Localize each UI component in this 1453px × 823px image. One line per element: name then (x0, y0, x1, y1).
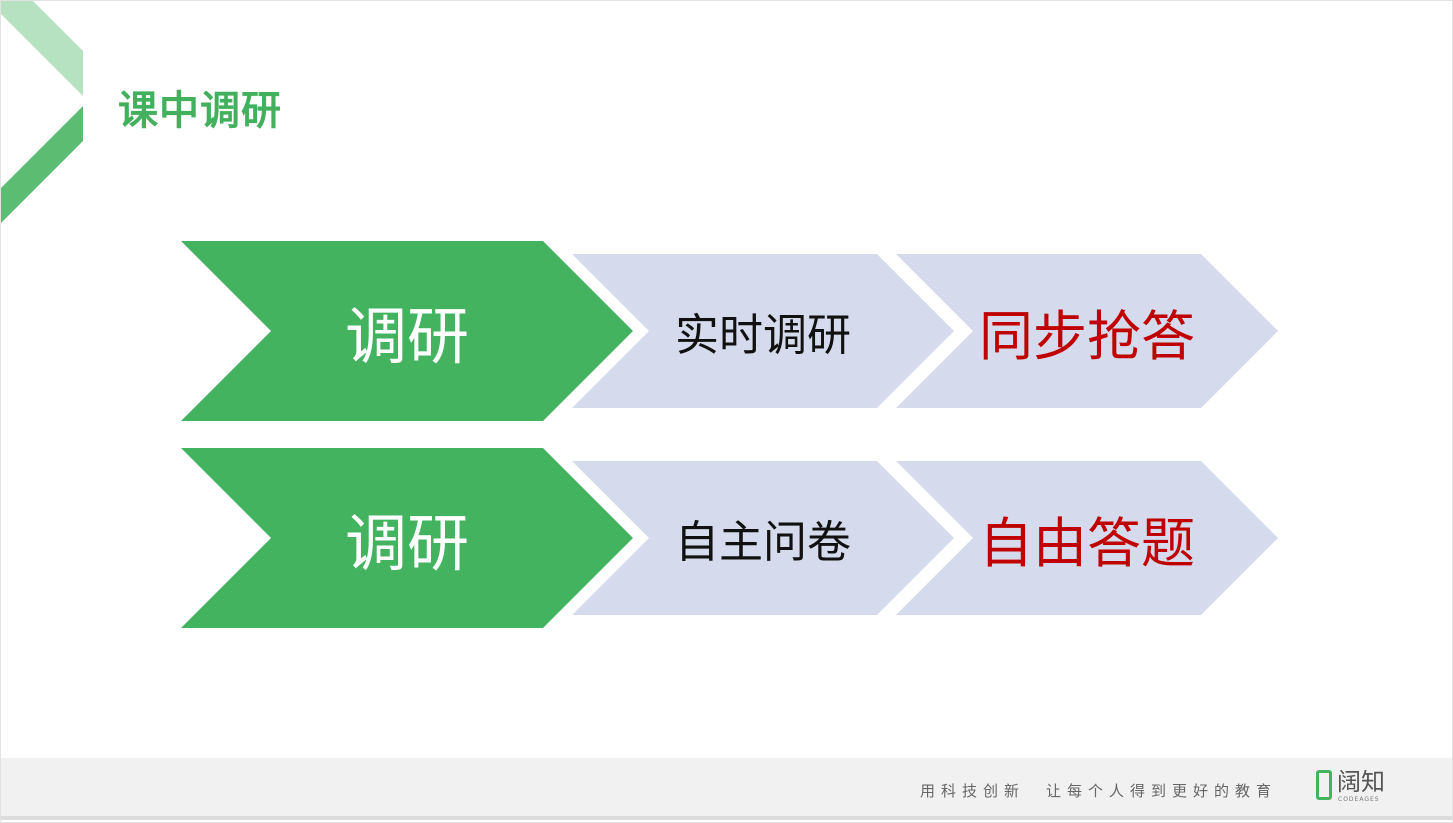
brand-name: 阔知 (1337, 768, 1385, 796)
corner-chevron-decoration (1, 1, 83, 223)
chevron-main-label: 调研 (344, 507, 469, 580)
brand-subtitle: CODEAGES (1338, 796, 1380, 803)
chevron-main-research: 调研 (181, 241, 633, 421)
footer-slogan: 用科技创新 让每个人得到更好的教育 (919, 782, 1277, 800)
chevron-main-research: 调研 (181, 448, 633, 628)
codeages-logo-icon (1316, 770, 1332, 800)
footer-divider (1, 816, 1452, 820)
flow-row-questionnaire: 调研 自主问卷 自由答题 (1, 448, 1453, 628)
slide-title: 课中调研 (118, 88, 282, 134)
chevron-feature-label: 同步抢答 (979, 304, 1195, 368)
chevron-main-label: 调研 (344, 300, 469, 373)
chevron-feature-free-answer: 自由答题 (896, 461, 1278, 615)
chevron-feature-label: 自由答题 (979, 511, 1195, 575)
chevron-mode-label: 自主问卷 (675, 517, 851, 568)
flow-row-realtime: 调研 实时调研 同步抢答 (1, 241, 1453, 421)
chevron-mode-label: 实时调研 (675, 310, 851, 361)
brand-logo: 阔知 CODEAGES (1314, 768, 1398, 808)
footer-bar: 用科技创新 让每个人得到更好的教育 阔知 CODEAGES (1, 758, 1452, 820)
